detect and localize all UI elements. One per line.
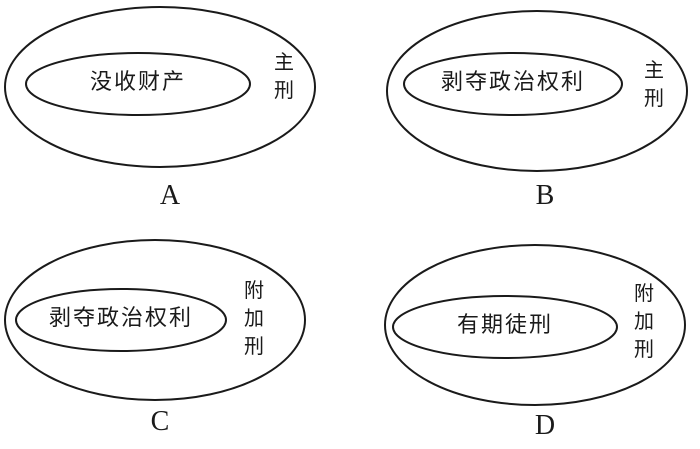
option-b-letter: B [535, 180, 555, 211]
option-c-letter: C [150, 406, 170, 437]
option-a-diagram: 没收财产 主刑 A [0, 0, 350, 224]
option-b-outer-label: 主刑 [644, 58, 664, 110]
option-d-inner-label: 有期徒刑 [456, 313, 553, 338]
option-c-inner-label: 剥夺政治权利 [48, 306, 193, 331]
option-d-outer-label: 附加刑 [634, 281, 654, 361]
option-d-diagram: 有期徒刑 附加刑 D [350, 224, 700, 448]
option-a-ellipses [4, 6, 316, 168]
option-d-outer-ellipse [384, 244, 686, 406]
option-c-inner-ellipse [15, 288, 227, 352]
option-b-inner-ellipse [403, 52, 623, 116]
option-b-ellipses [386, 10, 688, 172]
option-b-inner-label: 剥夺政治权利 [440, 70, 585, 95]
option-c-diagram: 剥夺政治权利 附加刑 C [0, 224, 350, 448]
option-a-outer-ellipse [4, 6, 316, 168]
option-b-diagram: 剥夺政治权利 主刑 B [350, 0, 700, 224]
option-a-outer-label: 主刑 [274, 50, 294, 102]
option-d-letter: D [534, 410, 556, 441]
option-c-ellipses [4, 239, 306, 401]
option-c-outer-ellipse [4, 239, 306, 401]
option-d-ellipses [384, 244, 686, 406]
option-a-inner-label: 没收财产 [89, 70, 186, 95]
option-c-outer-label: 附加刑 [244, 278, 264, 358]
option-d-inner-ellipse [392, 295, 618, 359]
option-a-inner-ellipse [25, 52, 251, 116]
option-b-outer-ellipse [386, 10, 688, 172]
option-a-letter: A [159, 180, 181, 211]
